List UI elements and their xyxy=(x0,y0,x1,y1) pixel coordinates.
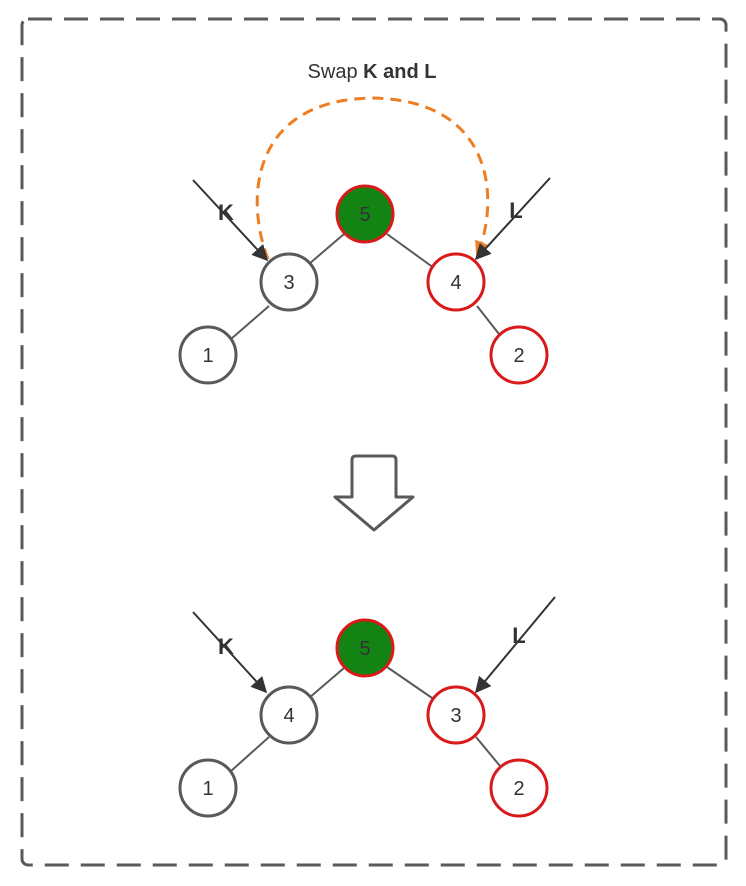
tree-node-k xyxy=(259,252,319,312)
tree-node-l-label: 4 xyxy=(450,272,461,294)
tree-node-root xyxy=(335,618,395,678)
k-pointer-arrow xyxy=(192,611,268,694)
curved-dashed-swap-arrow-icon xyxy=(255,96,490,260)
tree-after: 5 4 3 1 2 K L xyxy=(178,596,556,818)
edge-left-child xyxy=(230,736,270,772)
tree-node-k-label: 4 xyxy=(283,705,294,727)
swap-caption-prefix: Swap xyxy=(308,61,364,83)
k-pointer-arrow xyxy=(192,179,269,262)
tree-node-l-child xyxy=(489,325,549,385)
tree-node-l-child-label: 2 xyxy=(513,778,524,800)
down-arrow-icon xyxy=(333,454,415,532)
tree-node-root xyxy=(335,184,395,244)
l-pointer-label: L xyxy=(512,623,525,648)
k-pointer-label: K xyxy=(218,200,234,225)
tree-node-l xyxy=(426,685,486,745)
k-pointer-label: K xyxy=(218,634,234,659)
tree-node-k-label: 3 xyxy=(283,272,294,294)
tree-node-l-child-label: 2 xyxy=(513,345,524,367)
tree-node-root-label: 5 xyxy=(359,204,370,226)
edge-root-right xyxy=(386,666,436,701)
l-pointer-arrow xyxy=(474,596,556,694)
l-pointer-label: L xyxy=(509,198,522,223)
l-pointer-arrow xyxy=(474,177,551,261)
tree-node-k-child xyxy=(178,758,238,818)
edge-root-left xyxy=(308,667,345,699)
tree-node-k-child xyxy=(178,325,238,385)
tree-before: 5 3 4 1 2 K L xyxy=(178,96,551,385)
edge-root-left xyxy=(308,233,345,265)
edge-left-child xyxy=(230,305,270,340)
dashed-frame xyxy=(20,17,728,867)
tree-node-k-child-label: 1 xyxy=(202,778,213,800)
swap-caption-bold: K and L xyxy=(363,61,436,83)
edge-right-child xyxy=(476,305,500,335)
tree-node-k xyxy=(259,685,319,745)
tree-node-root-label: 5 xyxy=(359,638,370,660)
swap-caption: Swap K and L xyxy=(308,61,437,83)
edge-root-right xyxy=(386,233,435,269)
edge-right-child xyxy=(475,736,501,767)
tree-node-l xyxy=(426,252,486,312)
tree-node-l-label: 3 xyxy=(450,705,461,727)
tree-node-k-child-label: 1 xyxy=(202,345,213,367)
tree-node-l-child xyxy=(489,758,549,818)
